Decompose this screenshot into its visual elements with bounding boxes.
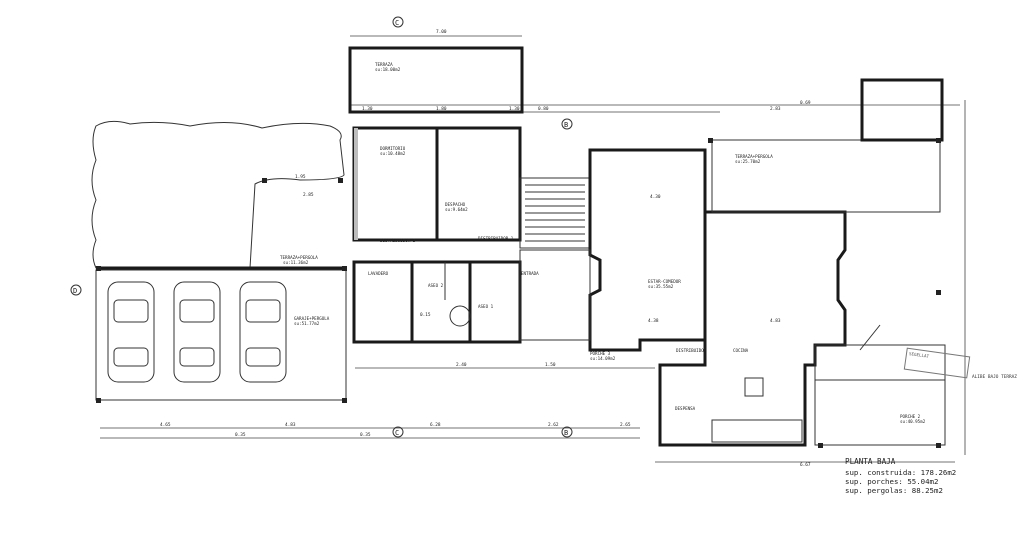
shower-tray <box>449 305 471 327</box>
summary-value-pergolas: 88.25m2 <box>911 486 943 495</box>
summary-row-porches: sup. porches: 55.04m2 <box>845 477 956 486</box>
bedroom-hatch <box>354 128 358 240</box>
dim-015: 0.15 <box>420 312 431 318</box>
dim-035-b: 0.35 <box>360 432 371 438</box>
terrace-top <box>348 46 524 114</box>
dim-628: 6.28 <box>430 422 441 428</box>
dim-035-a: 0.35 <box>235 432 246 438</box>
dim-069: 0.69 <box>800 100 811 106</box>
dim-465: 4.65 <box>160 422 171 428</box>
dim-080: 0.80 <box>538 106 549 112</box>
room-porche-2-area: su:40.95m2 <box>900 419 926 424</box>
room-estar-comedor: ESTAR-COMEDOR <box>648 279 681 284</box>
room-estar-comedor-area: su:35.55m2 <box>648 284 674 289</box>
room-terraza-pergola-right: TERRAZA+PERGOLA <box>735 154 773 159</box>
dim-180: 1.80 <box>436 106 447 112</box>
room-cocina: COCINA <box>733 348 749 353</box>
dim-483-b: 4.83 <box>770 318 781 324</box>
section-marker-b-top <box>561 118 573 130</box>
section-marker-b-bottom <box>561 426 573 438</box>
room-despacho: DESPACHO <box>445 202 466 207</box>
room-garaje-pergola: GARAJE+PERGOLA <box>294 316 330 321</box>
section-marker-d-left <box>70 284 82 296</box>
room-dormitorio-area: su:10.48m2 <box>380 151 406 156</box>
dim-top-width: 7.00 <box>436 29 447 35</box>
section-marker-c-bottom <box>392 426 404 438</box>
stamp-text: SEGELLAT <box>908 351 930 359</box>
dim-283: 2.83 <box>770 106 781 112</box>
dim-262: 2.62 <box>548 422 559 428</box>
dim-483-a: 4.83 <box>285 422 296 428</box>
area-summary: PLANTA BAJA sup. construida: 178.26m2 su… <box>845 457 956 495</box>
summary-value-built: 178.26m2 <box>920 468 957 477</box>
summary-value-porches: 55.04m2 <box>907 477 939 486</box>
kitchen-island <box>744 377 764 397</box>
room-entrada: ENTRADA <box>521 271 539 276</box>
dim-667: 6.67 <box>800 462 811 468</box>
plan-title: PLANTA BAJA <box>845 457 896 466</box>
room-porche-3: PORCHE 3 <box>590 351 611 356</box>
dim-240: 2.40 <box>456 362 467 368</box>
summary-label-built: sup. construida: <box>845 468 917 477</box>
columns <box>96 138 941 448</box>
axis-label-b-top: B <box>564 121 568 129</box>
room-terraza-pergola-right-area: su:25.70m2 <box>735 159 761 164</box>
garage-pergola <box>95 269 347 401</box>
dim-195: 1.95 <box>295 174 306 180</box>
car-2 <box>173 281 221 383</box>
stamp-note: ALIBE BAJO TERRAZ <box>972 375 1017 380</box>
staircase-steps <box>525 184 585 242</box>
room-despensa: DESPENSA <box>675 406 696 411</box>
room-dormitorio: DORMITORIO <box>380 146 406 151</box>
summary-row-pergolas: sup. pergolas: 88.25m2 <box>845 486 956 495</box>
dim-130-a: 1.30 <box>362 106 373 112</box>
car-1 <box>107 281 155 383</box>
room-distribuidor-2: DISTRIBUIDOR 2 <box>380 238 416 243</box>
summary-label-porches: sup. porches: <box>845 477 903 486</box>
room-lavadero: LAVADERO <box>368 271 389 276</box>
room-aseo-2: ASEO 2 <box>428 283 444 288</box>
terrace-pergola-right <box>711 139 941 213</box>
room-terraza-top: TERRAZA <box>375 62 393 67</box>
axis-label-c-top: C <box>395 19 399 27</box>
summary-label-pergolas: sup. pergolas: <box>845 486 908 495</box>
room-distribuidor-3: DISTRIBUIDOR <box>676 348 707 353</box>
room-terraza-top-area: su:18.00m2 <box>375 67 401 72</box>
section-line-diagonal <box>859 324 881 351</box>
axis-label-b-bottom: B <box>564 429 568 437</box>
dim-285: 2.85 <box>303 192 314 198</box>
room-porche-3-area: su:14.09m2 <box>590 356 616 361</box>
garden-scribble <box>91 120 345 269</box>
kitchen-counter <box>711 419 803 443</box>
dim-130-b: 1.30 <box>509 106 520 112</box>
entrance-hall <box>519 249 591 341</box>
porch-2 <box>814 344 946 446</box>
car-3 <box>239 281 287 383</box>
pergola-tower <box>860 78 944 142</box>
section-marker-c-top <box>392 16 404 28</box>
dim-150: 1.50 <box>545 362 556 368</box>
dim-430: 4.30 <box>650 194 661 200</box>
room-terraza-pergola-left-area: su:11.36m2 <box>283 260 309 265</box>
axis-label-d: D <box>73 287 77 295</box>
dim-265: 2.65 <box>620 422 631 428</box>
dim-438: 4.38 <box>648 318 659 324</box>
room-distribuidor-1: DISTRIBUIDOR 1 <box>478 236 514 241</box>
room-terraza-pergola-left: TERRAZA+PERGOLA <box>280 255 318 260</box>
summary-row-built: sup. construida: 178.26m2 <box>845 468 956 477</box>
axis-label-c-bottom: C <box>395 429 399 437</box>
room-aseo-1: ASEO 1 <box>478 304 494 309</box>
room-porche-2: PORCHE 2 <box>900 414 921 419</box>
room-garaje-pergola-area: su:51.77m2 <box>294 321 320 326</box>
room-despacho-area: su:9.64m2 <box>445 207 468 212</box>
